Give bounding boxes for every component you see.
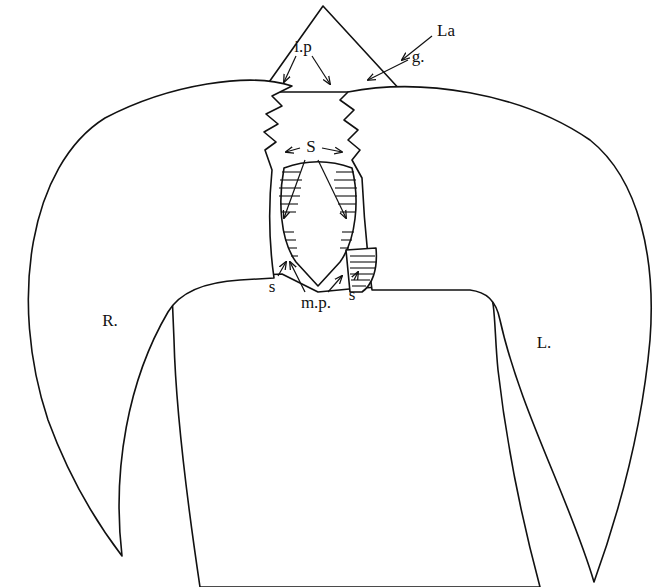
left-mandible [340,87,651,582]
part-label: m.p. [299,293,333,312]
part-label: g. [410,47,427,66]
part-label: S [304,137,317,156]
leader-lines [278,36,432,292]
part-label: R. [100,311,120,330]
part-label: L. [535,333,554,352]
part-label: La [435,21,457,40]
part-label: i.p [292,37,313,56]
part-label: s [267,277,278,296]
head-capsule [172,274,540,587]
labrum [262,6,402,92]
part-label: s [347,285,358,304]
right-mandible [28,80,292,556]
